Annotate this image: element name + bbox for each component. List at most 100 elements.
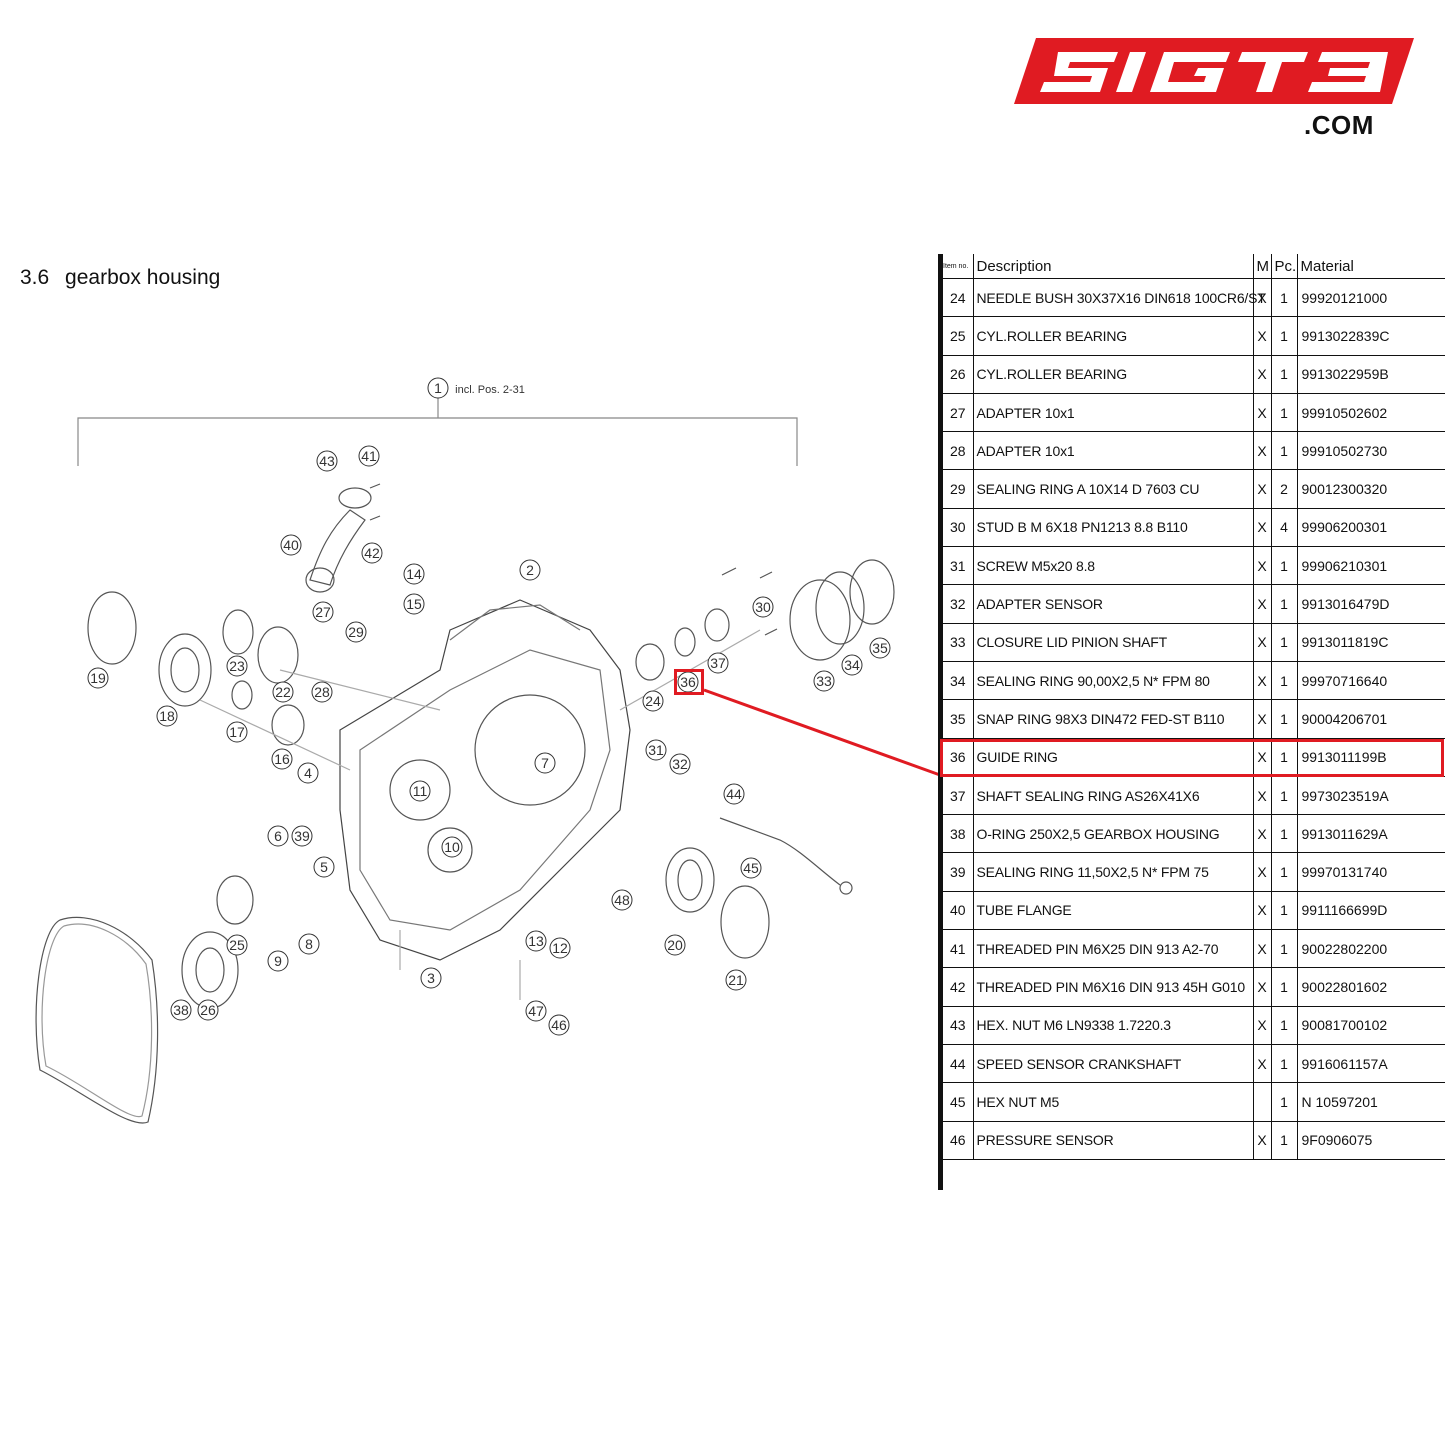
callout-33[interactable]: 33 xyxy=(816,673,832,689)
callout-3[interactable]: 3 xyxy=(427,970,435,986)
callout-circle xyxy=(267,950,289,972)
callout-17[interactable]: 17 xyxy=(229,724,245,740)
callout-32[interactable]: 32 xyxy=(672,756,688,772)
callout-24[interactable]: 24 xyxy=(645,693,661,709)
callout-circle xyxy=(272,681,294,703)
callout-47[interactable]: 47 xyxy=(528,1003,544,1019)
callout-15[interactable]: 15 xyxy=(406,596,422,612)
row-item-no: 38 xyxy=(943,814,973,854)
callout-19[interactable]: 19 xyxy=(90,670,106,686)
callout-21[interactable]: 21 xyxy=(728,972,744,988)
callout-circle xyxy=(291,825,313,847)
callout-46[interactable]: 46 xyxy=(551,1017,567,1033)
section-number: 3.6 xyxy=(20,266,50,289)
row-pc: 1 xyxy=(1271,546,1298,586)
row-description: ADAPTER SENSOR xyxy=(972,584,1254,624)
callout-circle xyxy=(642,690,664,712)
callout-12[interactable]: 12 xyxy=(552,940,568,956)
callout-41[interactable]: 41 xyxy=(361,448,377,464)
callout-14[interactable]: 14 xyxy=(406,566,422,582)
callout-8[interactable]: 8 xyxy=(305,936,313,952)
callout-28[interactable]: 28 xyxy=(314,684,330,700)
row-item-no: 45 xyxy=(943,1082,973,1122)
callout-circle xyxy=(403,563,425,585)
callout-circle xyxy=(707,652,729,674)
callout-circle xyxy=(841,654,863,676)
callout-10[interactable]: 10 xyxy=(444,839,460,855)
callout-25[interactable]: 25 xyxy=(229,937,245,953)
row-m: X xyxy=(1253,393,1272,433)
callout-6[interactable]: 6 xyxy=(274,828,282,844)
callout-7[interactable]: 7 xyxy=(541,755,549,771)
row-description: THREADED PIN M6X16 DIN 913 45H G010 xyxy=(972,967,1254,1007)
callout-18[interactable]: 18 xyxy=(159,708,175,724)
row-m: X xyxy=(1253,1044,1272,1084)
row-material: 9913011819C xyxy=(1297,623,1445,662)
row-material: 9911166699D xyxy=(1297,891,1445,931)
callout-circle xyxy=(723,783,745,805)
callout-23[interactable]: 23 xyxy=(229,658,245,674)
callout-34[interactable]: 34 xyxy=(844,657,860,673)
callout-20[interactable]: 20 xyxy=(667,937,683,953)
callout-9[interactable]: 9 xyxy=(274,953,282,969)
callout-13[interactable]: 13 xyxy=(528,933,544,949)
callout-42[interactable]: 42 xyxy=(364,545,380,561)
callout-29[interactable]: 29 xyxy=(348,624,364,640)
callout-2[interactable]: 2 xyxy=(526,562,534,578)
callout-36[interactable]: 36 xyxy=(680,674,696,690)
row-material: 99906200301 xyxy=(1297,508,1445,548)
row-item-no: 41 xyxy=(943,929,973,969)
callout-11[interactable]: 11 xyxy=(413,783,428,799)
callout-4[interactable]: 4 xyxy=(304,765,312,781)
callout-43[interactable]: 43 xyxy=(319,453,335,469)
callout-circle xyxy=(358,445,380,467)
callout-5[interactable]: 5 xyxy=(320,859,328,875)
callout-38[interactable]: 38 xyxy=(173,1002,189,1018)
header-pc: Pc. xyxy=(1271,254,1298,279)
callout-31[interactable]: 31 xyxy=(648,742,664,758)
callout-37[interactable]: 37 xyxy=(710,655,726,671)
highlighted-callout-box xyxy=(674,669,704,695)
callout-40[interactable]: 40 xyxy=(283,537,299,553)
row-description: THREADED PIN M6X25 DIN 913 A2-70 xyxy=(972,929,1254,969)
row-item-no: 29 xyxy=(943,469,973,509)
callout-45[interactable]: 45 xyxy=(743,860,759,876)
row-material: N 10597201 xyxy=(1297,1082,1445,1122)
row-material: 9913022839C xyxy=(1297,316,1445,356)
callout-30[interactable]: 30 xyxy=(755,599,771,615)
row-material: 9913011629A xyxy=(1297,814,1445,854)
row-pc: 1 xyxy=(1271,1006,1298,1045)
callout-22[interactable]: 22 xyxy=(275,684,291,700)
callout-39[interactable]: 39 xyxy=(294,828,310,844)
callout-44[interactable]: 44 xyxy=(726,786,742,802)
callout-26[interactable]: 26 xyxy=(200,1002,216,1018)
callout-48[interactable]: 48 xyxy=(614,892,630,908)
callout-16[interactable]: 16 xyxy=(274,751,290,767)
callout-35[interactable]: 35 xyxy=(872,640,888,656)
row-m: X xyxy=(1253,623,1272,662)
row-description: O-RING 250X2,5 GEARBOX HOUSING xyxy=(972,814,1254,854)
callout-27[interactable]: 27 xyxy=(315,604,331,620)
